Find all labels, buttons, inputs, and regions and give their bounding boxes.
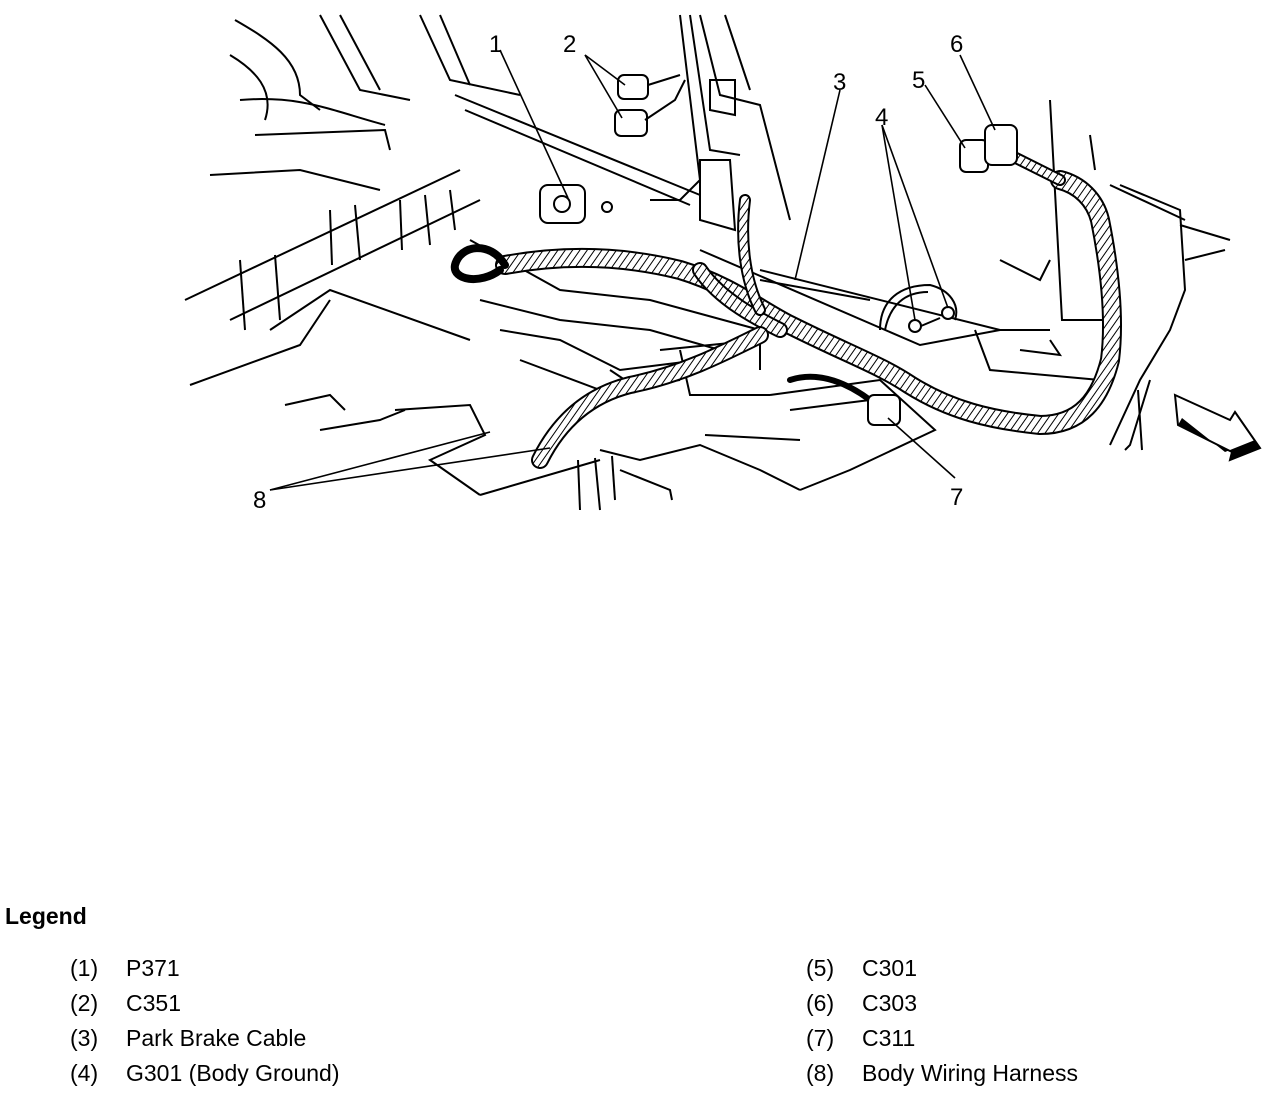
legend-number: (5) [806, 955, 835, 981]
wiring-harness-diagram: 1 2 3 4 5 6 7 8 [184, 14, 1262, 514]
legend-title: Legend [5, 903, 87, 929]
legend-item: (3) Park Brake Cable [70, 1025, 306, 1052]
legend-number: (6) [806, 990, 835, 1016]
callout-leader-lines [269, 49, 996, 491]
legend-item: (5) C301 [806, 955, 917, 982]
legend-item: (8) Body Wiring Harness [806, 1060, 1078, 1087]
legend-item: (7) C311 [806, 1025, 915, 1052]
legend-item: (4) G301 (Body Ground) [70, 1060, 340, 1087]
legend-number: (3) [70, 1025, 99, 1051]
front-direction-arrow-icon [1173, 393, 1262, 462]
callout-4: 4 [875, 104, 888, 131]
callout-numbers: 1 2 3 4 5 6 7 8 [253, 31, 963, 514]
callout-5: 5 [912, 67, 925, 94]
connector-c301 [959, 139, 989, 173]
connector-c311 [867, 394, 901, 426]
legend-item: (6) C303 [806, 990, 917, 1017]
callout-1: 1 [489, 31, 502, 58]
ground-g301 [908, 306, 955, 333]
legend-number: (8) [806, 1060, 835, 1086]
legend-label: P371 [126, 955, 180, 981]
legend-item: (1) P371 [70, 955, 180, 982]
connector-p371 [539, 184, 613, 224]
legend-number: (4) [70, 1060, 99, 1086]
legend-label: C301 [862, 955, 917, 981]
body-wiring-harness [450, 144, 1122, 469]
connector-c303 [984, 124, 1018, 166]
callout-8: 8 [253, 487, 266, 514]
park-brake-cable [759, 279, 958, 331]
legend-label: C311 [862, 1025, 916, 1051]
legend-number: (7) [806, 1025, 835, 1051]
callout-6: 6 [950, 31, 963, 58]
legend-number: (2) [70, 990, 99, 1016]
callout-7: 7 [950, 484, 963, 511]
floor-pan-structure [184, 14, 1231, 511]
legend-label: G301 (Body Ground) [126, 1060, 340, 1086]
connector-c351 [614, 74, 686, 137]
legend-label: C351 [126, 990, 181, 1016]
callout-2: 2 [563, 31, 576, 58]
legend-label: Park Brake Cable [126, 1025, 307, 1051]
legend-number: (1) [70, 955, 99, 981]
legend-label: C303 [862, 990, 917, 1016]
legend-item: (2) C351 [70, 990, 181, 1017]
legend-label: Body Wiring Harness [862, 1060, 1079, 1086]
callout-3: 3 [833, 69, 846, 96]
